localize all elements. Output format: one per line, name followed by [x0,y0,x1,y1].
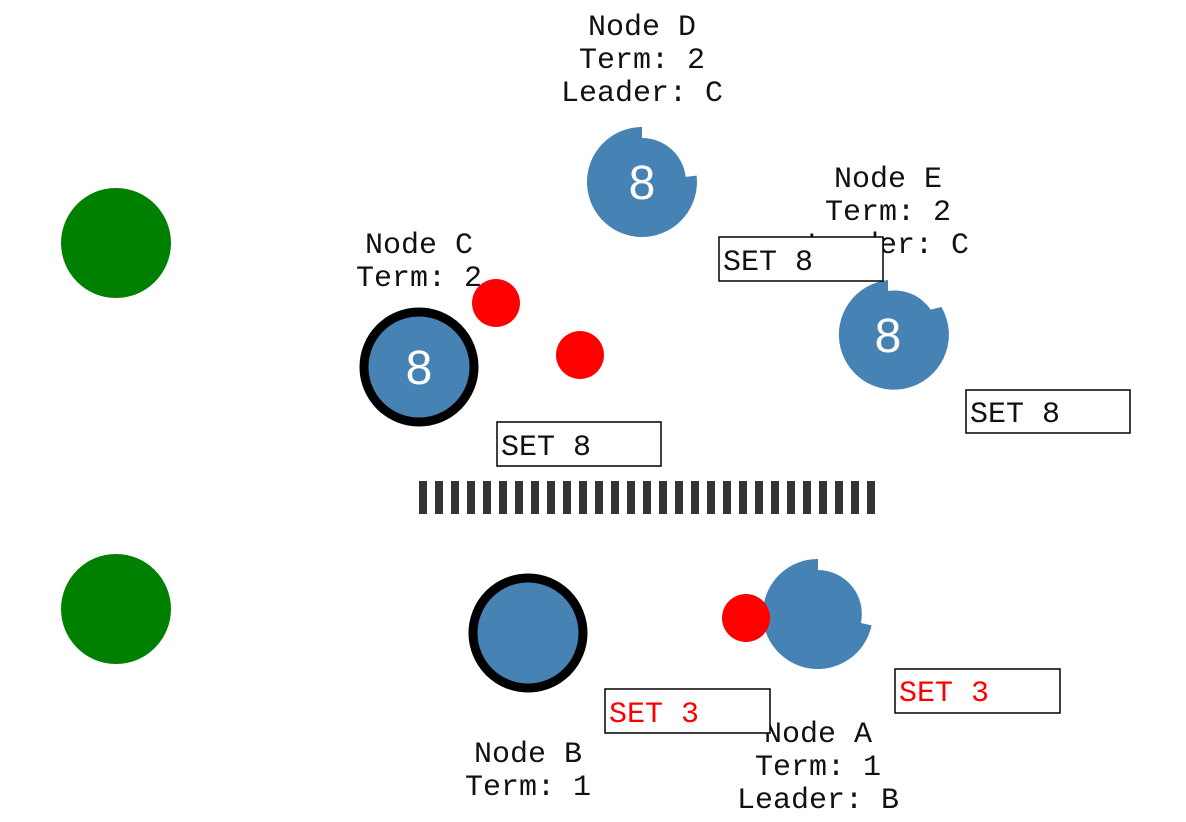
partition-bar [771,481,779,514]
partition-bar [451,481,459,514]
message-set-8-c: SET 8 [496,421,662,467]
partition-bar [611,481,619,514]
client-bottom-icon [61,554,171,664]
node-e-circle-icon [838,280,949,390]
partition-bar [787,481,795,514]
node-a [762,558,872,669]
node-d-name: Node D [588,11,696,45]
partition-bar [515,481,523,514]
message-text: SET 8 [970,398,1060,432]
partition-bar [563,481,571,514]
node-e-name: Node E [834,163,942,197]
node-d-term: Term: 2 [579,44,705,78]
message-text: SET 3 [609,698,699,732]
node-b: Node B Term: 1 [465,573,591,805]
node-d-leader: Leader: C [561,77,723,111]
partition-bar [595,481,603,514]
message-set-3-a: SET 3 [894,668,1061,714]
message-set-3-b: SET 3 [604,688,771,734]
partition-bar [435,481,443,514]
node-b-name: Node B [474,738,582,772]
partition-bar [867,481,875,514]
partition-bar [803,481,811,514]
node-d: Node D Term: 2 Leader: C 8 [561,11,723,238]
node-c-term: Term: 2 [356,262,482,296]
partition-bar [659,481,667,514]
partition-bar [579,481,587,514]
node-c-value: 8 [406,342,433,395]
message-set-8-d: SET 8 [718,236,884,282]
node-a-term: Term: 1 [755,751,881,785]
partition-bar [755,481,763,514]
partition-bar [819,481,827,514]
node-c-name: Node C [365,229,473,263]
message-set-8-e: SET 8 [965,389,1131,434]
node-a-circle-icon [762,558,872,669]
message-text: SET 3 [899,677,989,711]
node-c: Node C Term: 2 8 [356,229,482,427]
network-partition [419,481,875,514]
client-top-icon [61,188,171,298]
node-e-term: Term: 2 [825,196,951,230]
partition-bar [707,481,715,514]
partition-bar [643,481,651,514]
partition-bar [835,481,843,514]
node-a-leader: Leader: B [737,784,899,818]
partition-bar [467,481,475,514]
partition-bar [547,481,555,514]
node-a-name: Node A [764,718,872,752]
partition-bar [531,481,539,514]
packet-dot-3 [722,594,770,642]
message-text: SET 8 [723,246,813,280]
partition-bar [419,481,427,514]
partition-bar [851,481,859,514]
partition-bar [739,481,747,514]
node-c-circle-icon [359,307,479,427]
partition-bar [723,481,731,514]
node-d-value: 8 [629,157,656,210]
partition-bar [499,481,507,514]
partition-bar [627,481,635,514]
node-d-circle-icon [586,126,697,238]
message-text: SET 8 [501,431,591,465]
partition-bar [691,481,699,514]
packet-dot-1 [472,279,520,327]
partition-bar [675,481,683,514]
node-b-circle-icon [468,573,588,693]
packet-dot-2 [556,331,604,379]
node-b-term: Term: 1 [465,771,591,805]
node-e-value: 8 [875,310,902,363]
partition-bar [483,481,491,514]
node-e: Node E Term: 2 Leader: C 8 [807,163,969,390]
